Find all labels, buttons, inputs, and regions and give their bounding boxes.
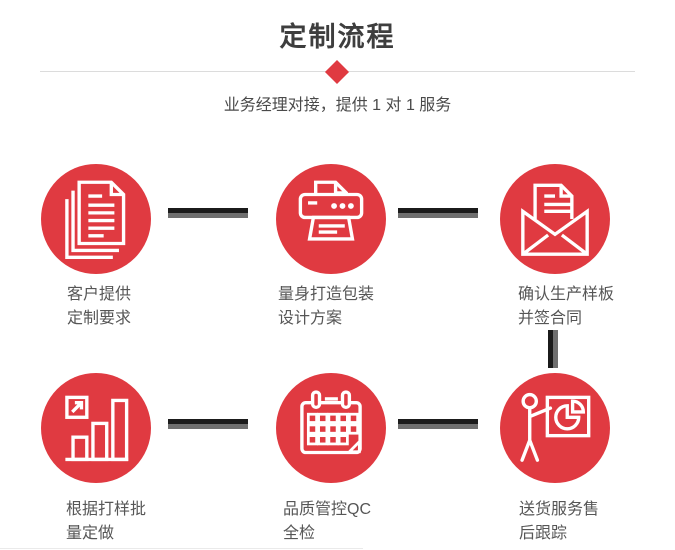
step-circle-5 <box>276 373 386 483</box>
step-circle-3 <box>500 164 610 274</box>
connector-step1-step2 <box>168 208 248 218</box>
step-label-6: 送货服务售 后跟踪 <box>519 501 600 542</box>
diamond-icon <box>324 59 350 85</box>
printer-icon <box>298 180 364 241</box>
step-label-4: 根据打样批 量定做 <box>66 501 147 542</box>
step-label-1: 客户提供 定制要求 <box>67 286 132 327</box>
step-circle-6 <box>500 373 610 483</box>
calendar-icon <box>300 390 362 455</box>
page-title: 定制流程 <box>279 22 396 52</box>
step-label-2: 量身打造包装 设计方案 <box>278 286 375 327</box>
step-label-3: 确认生产样板 并签合同 <box>518 286 615 327</box>
connector-step5-step6 <box>398 419 478 429</box>
step-label-5: 品质管控QC 全检 <box>283 501 372 542</box>
documents-icon <box>65 180 126 259</box>
envelope-icon <box>521 183 589 256</box>
connector-step4-step5 <box>168 419 248 429</box>
page-subtitle: 业务经理对接，提供 1 对 1 服务 <box>223 97 452 114</box>
step-circle-1 <box>41 164 151 274</box>
step-circle-2 <box>276 164 386 274</box>
connector-step2-step3 <box>398 208 478 218</box>
bar-chart-icon <box>65 395 129 462</box>
bottom-section-divider <box>0 548 363 549</box>
presentation-icon <box>520 392 591 462</box>
connector-step3-step6 <box>548 330 558 368</box>
step-circle-4 <box>41 373 151 483</box>
